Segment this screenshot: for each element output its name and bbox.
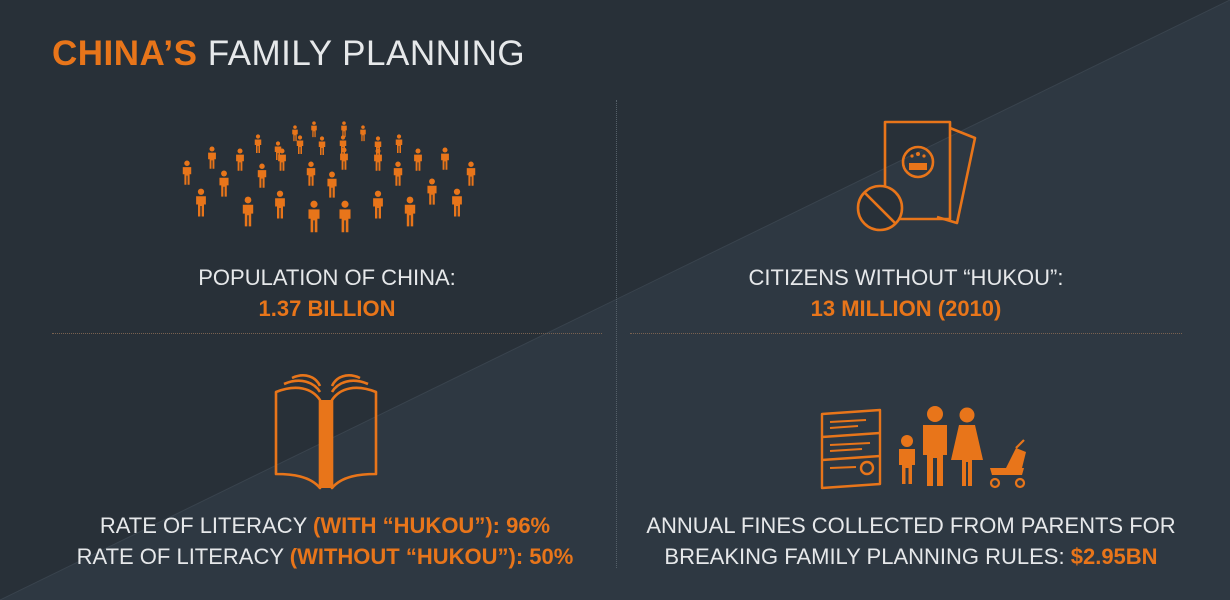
population-value: 1.37 BILLION (258, 296, 396, 321)
population-caption: POPULATION OF CHINA: 1.37 BILLION (52, 262, 602, 324)
horizontal-divider-right (630, 333, 1182, 334)
person-icon (311, 121, 317, 138)
person-icon (395, 134, 403, 153)
fines-line-1: ANNUAL FINES COLLECTED FROM PARENTS FOR (646, 513, 1176, 538)
person-icon (404, 196, 416, 227)
page-title: CHINA’S FAMILY PLANNING (52, 34, 525, 74)
crowd-icon (182, 121, 476, 233)
person-icon (196, 188, 206, 217)
person-icon (292, 125, 298, 142)
hukou-caption: CITIZENS WITHOUT “HUKOU”: 13 MILLION (20… (630, 262, 1182, 324)
family-fine-icon (820, 406, 1026, 490)
hukou-value: 13 MILLION (2010) (810, 296, 1002, 321)
literacy-line-with-hukou: RATE OF LITERACY (WITH “HUKOU”): 96% (30, 510, 620, 541)
person-icon (427, 178, 437, 205)
literacy-line-without-hukou: RATE OF LITERACY (WITHOUT “HUKOU”): 50% (30, 541, 620, 572)
person-icon (339, 200, 351, 233)
person-icon (373, 190, 383, 219)
person-icon (208, 146, 216, 169)
person-icon (318, 136, 326, 155)
hukou-label: CITIZENS WITHOUT “HUKOU”: (748, 265, 1064, 290)
title-accent: CHINA’S (52, 34, 198, 73)
person-icon (327, 171, 337, 198)
literacy-caption: RATE OF LITERACY (WITH “HUKOU”): 96% RAT… (30, 510, 620, 572)
person-icon (393, 161, 403, 186)
fines-value: $2.95BN (1070, 544, 1158, 569)
person-icon (308, 200, 320, 233)
person-icon (414, 148, 422, 171)
fines-caption: ANNUAL FINES COLLECTED FROM PARENTS FOR … (626, 510, 1196, 572)
title-rest: FAMILY PLANNING (207, 34, 526, 73)
fines-line-2: BREAKING FAMILY PLANNING RULES: $2.95BN (626, 541, 1196, 572)
person-icon (452, 188, 462, 217)
person-icon (275, 190, 285, 219)
literacy-without-hukou-label: (WITHOUT “HUKOU”) (289, 544, 516, 569)
person-icon (257, 163, 267, 188)
literacy-without-hukou-value: : 50% (515, 544, 574, 569)
person-icon (242, 196, 254, 227)
person-icon (254, 134, 262, 153)
population-label: POPULATION OF CHINA: (198, 265, 456, 290)
person-icon (306, 161, 316, 186)
person-icon (182, 160, 192, 185)
person-icon (236, 148, 244, 171)
person-icon (360, 125, 366, 142)
passport-no-icon (856, 120, 977, 232)
person-icon (219, 170, 229, 197)
person-icon (341, 121, 347, 138)
person-icon (466, 161, 476, 186)
literacy-with-hukou-value: (WITH “HUKOU”): 96% (313, 513, 551, 538)
fines-label: BREAKING FAMILY PLANNING RULES: (664, 544, 1065, 569)
person-icon (296, 135, 304, 154)
literacy-label-1: RATE OF LITERACY (99, 513, 307, 538)
literacy-label-2: RATE OF LITERACY (76, 544, 284, 569)
person-icon (374, 148, 382, 171)
person-icon (441, 147, 449, 170)
vertical-divider (616, 100, 617, 568)
book-icon (274, 374, 378, 490)
horizontal-divider-left (52, 333, 602, 334)
